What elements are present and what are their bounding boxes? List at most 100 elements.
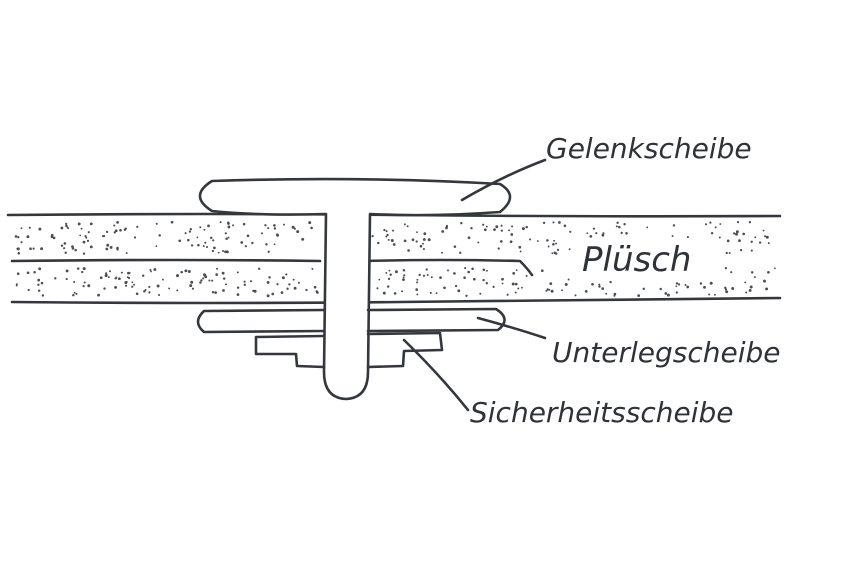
stipple-dot (710, 231, 714, 235)
stipple-dot (547, 245, 550, 248)
stipple-dot (275, 233, 279, 236)
stipple-dot (120, 271, 123, 274)
stipple-dot (40, 247, 44, 251)
stipple-dot (108, 270, 112, 273)
stipple-dot (37, 278, 41, 282)
stipple-dot (609, 280, 612, 284)
stipple-dot (211, 291, 215, 294)
stipple-dot (268, 276, 271, 279)
stipple-dot (184, 232, 187, 235)
stipple-dot (288, 283, 291, 286)
stipple-dot (204, 275, 208, 279)
stipple-dot (517, 287, 520, 290)
stipple-dot (509, 240, 513, 244)
stipple-dot (208, 279, 211, 282)
stipple-dot (552, 221, 555, 224)
stipple-dot (731, 287, 735, 290)
stipple-dot (591, 282, 594, 286)
stipple-dot (109, 245, 113, 249)
stipple-dot (135, 292, 139, 296)
stipple-dot (439, 276, 442, 279)
stipple-dot (521, 227, 525, 231)
stipple-dot (482, 278, 485, 282)
stipple-dot (415, 288, 419, 291)
stipple-dot (50, 235, 54, 239)
stipple-dot (89, 222, 93, 226)
stipple-dot (529, 271, 532, 274)
stipple-dot (97, 293, 101, 297)
stipple-dot (510, 233, 514, 236)
stipple-dot (686, 285, 690, 289)
stipple-dot (514, 291, 517, 294)
stipple-dot (148, 285, 151, 288)
plush-stipple (14, 220, 776, 298)
stipple-dot (276, 283, 279, 286)
stipple-dot (453, 272, 456, 275)
stipple-dot (136, 225, 139, 228)
stipple-dot (416, 231, 418, 234)
stipple-dot (219, 221, 222, 224)
stipple-dot (293, 227, 296, 230)
stipple-dot (677, 283, 681, 286)
stipple-dot (465, 294, 468, 297)
stipple-dot (156, 284, 160, 288)
stipple-dot (485, 269, 488, 272)
stipple-dot (60, 226, 64, 230)
stipple-dot (493, 228, 496, 231)
stipple-dot (750, 240, 753, 243)
stipple-dot (598, 283, 601, 286)
stipple-dot (17, 236, 20, 239)
stipple-dot (87, 284, 91, 288)
stipple-dot (411, 238, 415, 242)
stipple-dot (225, 283, 227, 286)
stipple-dot (467, 270, 471, 274)
stipple-dot (485, 282, 488, 285)
stipple-dot (86, 239, 90, 242)
stipple-dot (748, 288, 752, 292)
stipple-dot (616, 221, 619, 224)
stipple-dot (66, 226, 70, 230)
stipple-dot (584, 290, 588, 293)
stipple-dot (422, 274, 426, 277)
stipple-dot (316, 291, 319, 294)
stipple-dot (703, 285, 706, 289)
stipple-dot (99, 276, 103, 280)
stipple-dot (387, 238, 390, 241)
stipple-dot (500, 229, 503, 232)
stipple-dot (447, 269, 449, 272)
stipple-dot (749, 285, 753, 289)
stipple-dot (637, 294, 641, 297)
stipple-dot (418, 273, 421, 277)
stipple-dot (224, 232, 227, 235)
stipple-dot (767, 242, 770, 245)
stipple-dot (378, 278, 381, 281)
stipple-dot (184, 269, 188, 273)
stipple-dot (501, 282, 504, 285)
stipple-dot (598, 285, 601, 288)
stipple-dot (514, 282, 518, 286)
stipple-dot (518, 245, 522, 249)
stipple-dot (41, 294, 45, 297)
stipple-dot (427, 238, 431, 242)
stipple-dot (699, 282, 703, 285)
stipple-dot (297, 281, 300, 284)
stipple-dot (292, 278, 295, 281)
stipple-dot (82, 252, 86, 255)
stipple-dot (773, 267, 776, 270)
stipple-dot (623, 223, 626, 226)
stipple-dot (564, 283, 568, 286)
stipple-dot (615, 225, 618, 228)
stipple-dot (387, 285, 390, 288)
stipple-dot (748, 221, 752, 224)
stipple-dot (213, 246, 216, 250)
stipple-dot (113, 231, 117, 234)
stipple-dot (764, 235, 767, 238)
stipple-dot (216, 267, 218, 270)
stipple-dot (745, 291, 748, 294)
stipple-dot (28, 226, 31, 229)
stipple-dot (212, 239, 215, 242)
stipple-dot (675, 285, 678, 288)
stipple-dot (519, 250, 522, 253)
stipple-dot (377, 241, 380, 245)
